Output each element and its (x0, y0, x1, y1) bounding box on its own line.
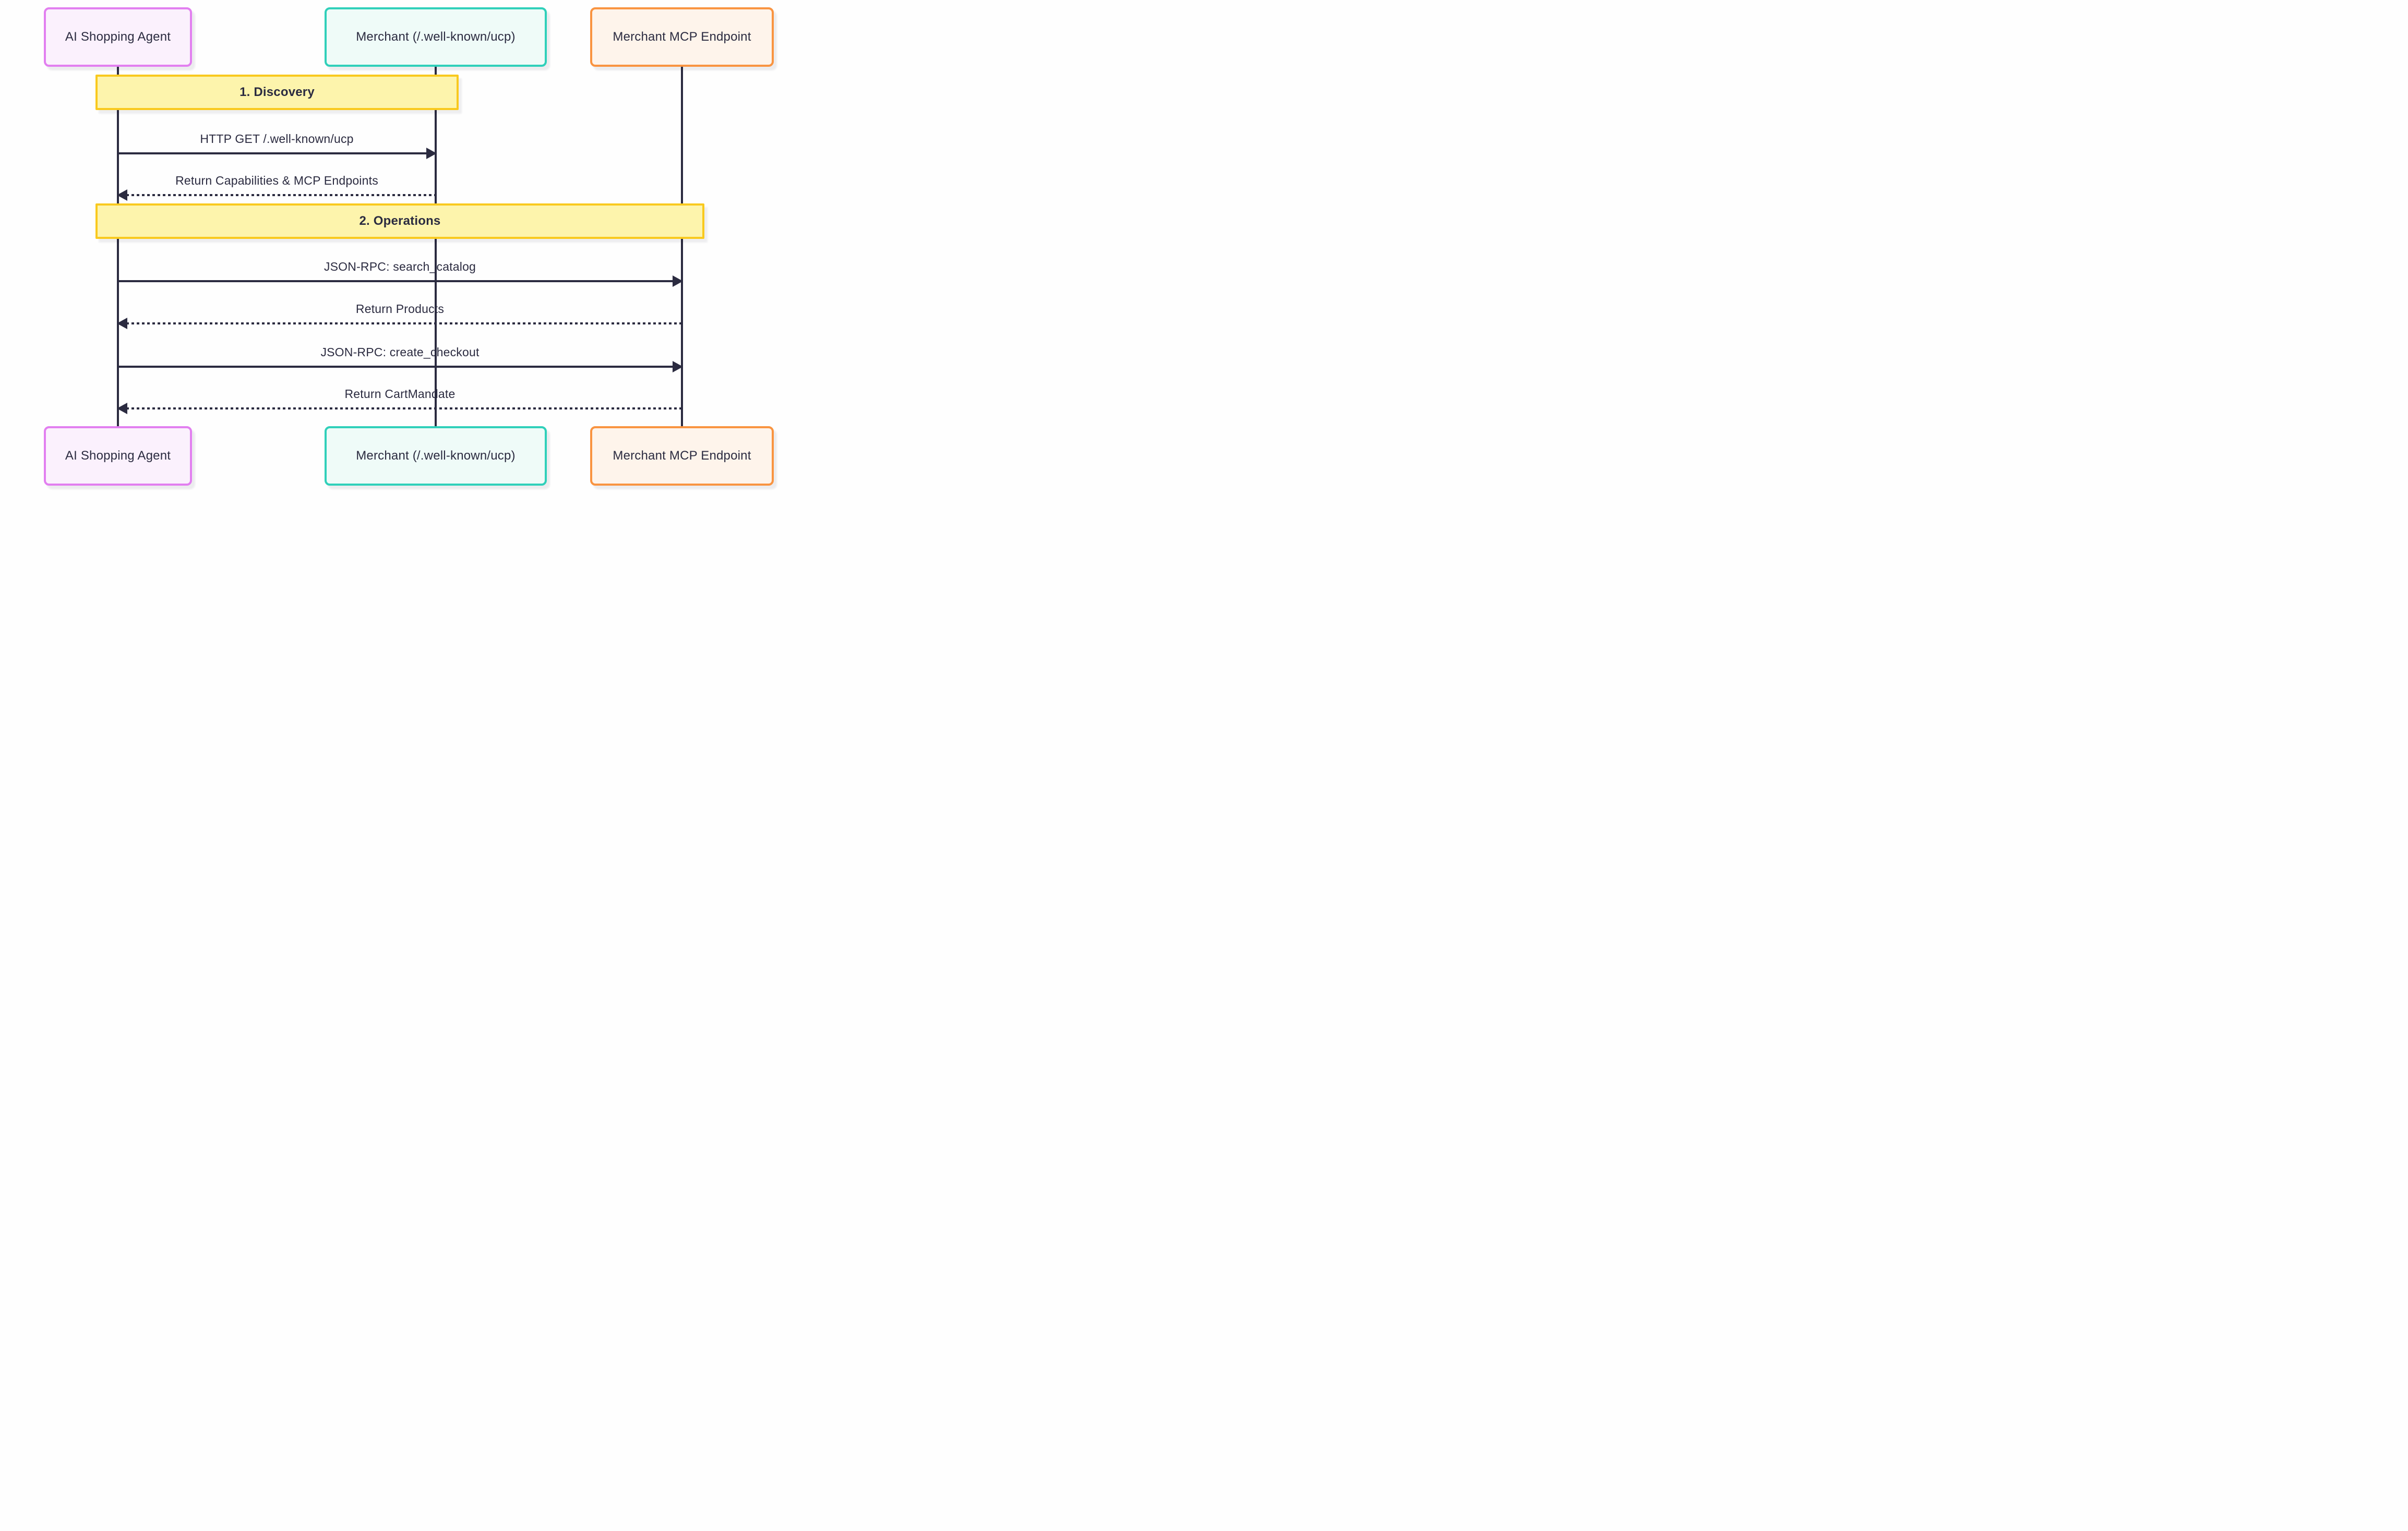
message-label: JSON-RPC: search_catalog (324, 260, 476, 273)
actor-ai-shopping-agent-bottom: AI Shopping Agent (44, 426, 192, 486)
message-label: Return Capabilities & MCP Endpoints (175, 174, 378, 187)
arrowhead-left-icon (117, 318, 127, 329)
message-label: Return Products (355, 302, 445, 316)
message-jsonrpc-search-catalog: JSON-RPC: search_catalog (118, 254, 683, 287)
message-line-dotted (126, 322, 682, 324)
actor-label: Merchant MCP Endpoint (613, 449, 751, 463)
actor-merchant-well-known-bottom: Merchant (/.well-known/ucp) (325, 426, 547, 486)
message-line-solid (118, 366, 674, 368)
section-discovery: 1. Discovery (95, 75, 459, 110)
actor-label: AI Shopping Agent (65, 30, 171, 44)
lifeline-merchant-mcp (681, 67, 683, 426)
message-line-dotted (126, 407, 682, 409)
lifeline-merchant-well-known (435, 67, 437, 426)
message-line-solid (118, 280, 674, 282)
actor-merchant-mcp-bottom: Merchant MCP Endpoint (590, 426, 774, 486)
section-label: 2. Operations (359, 214, 441, 228)
actor-merchant-well-known-top: Merchant (/.well-known/ucp) (325, 7, 547, 67)
message-return-cartmandate: Return CartMandate (117, 381, 682, 414)
section-label: 1. Discovery (239, 85, 315, 99)
message-line-solid (118, 152, 427, 154)
message-label: JSON-RPC: create_checkout (320, 345, 480, 359)
message-http-get-well-known-ucp: HTTP GET /.well-known/ucp (118, 126, 437, 159)
actor-label: Merchant MCP Endpoint (613, 30, 751, 44)
actor-ai-shopping-agent-top: AI Shopping Agent (44, 7, 192, 67)
section-operations: 2. Operations (95, 203, 704, 239)
arrowhead-left-icon (117, 189, 127, 201)
actor-label: Merchant (/.well-known/ucp) (356, 30, 516, 44)
message-line-dotted (126, 194, 436, 196)
arrowhead-left-icon (117, 403, 127, 414)
message-return-capabilities-mcp-endpoints: Return Capabilities & MCP Endpoints (117, 168, 436, 201)
message-label: Return CartMandate (344, 387, 456, 401)
arrowhead-right-icon (673, 361, 683, 372)
message-jsonrpc-create-checkout: JSON-RPC: create_checkout (118, 340, 683, 372)
sequence-diagram: AI Shopping Agent Merchant (/.well-known… (0, 0, 802, 510)
lifeline-ai-shopping-agent (117, 67, 119, 426)
actor-label: AI Shopping Agent (65, 449, 171, 463)
arrowhead-right-icon (673, 275, 683, 287)
message-return-products: Return Products (117, 296, 682, 329)
actor-merchant-mcp-top: Merchant MCP Endpoint (590, 7, 774, 67)
actor-label: Merchant (/.well-known/ucp) (356, 449, 516, 463)
arrowhead-right-icon (426, 148, 437, 159)
message-label: HTTP GET /.well-known/ucp (200, 132, 354, 146)
